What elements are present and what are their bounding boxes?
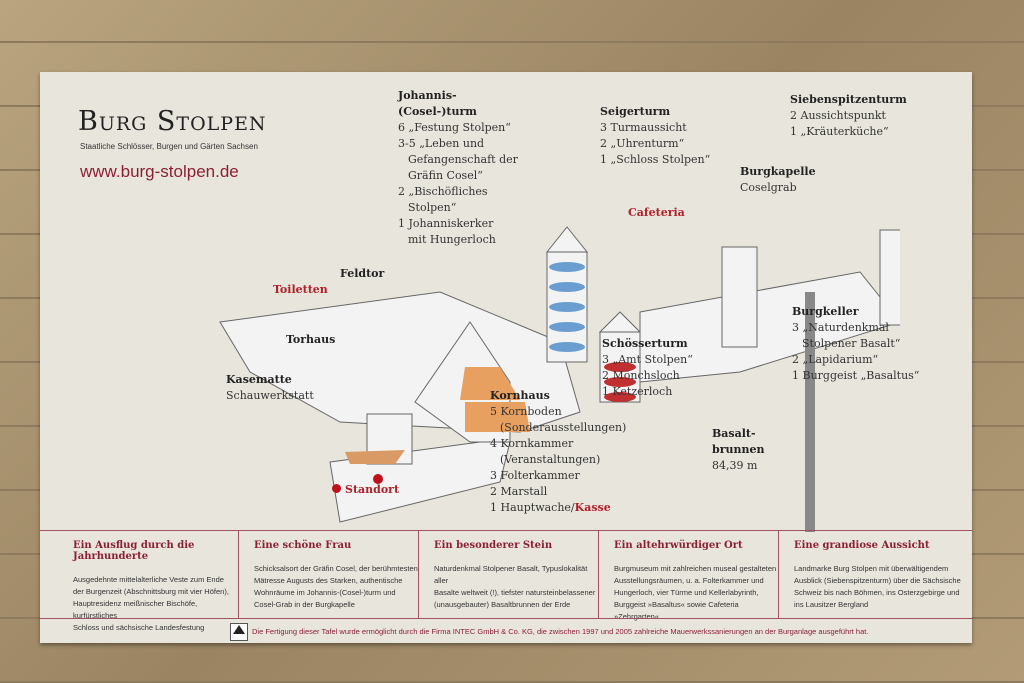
- label-kornhaus: Kornhaus 5 Kornboden (Sonderausstellunge…: [490, 388, 626, 516]
- siebenspitzenturm-tower: [879, 229, 900, 326]
- label-feldtor: Feldtor: [340, 267, 385, 280]
- label-item: 2 Aussichtspunkt: [790, 109, 886, 122]
- label-item: 6 „Festung Stolpen“: [398, 121, 511, 134]
- label-item: 4 Kornkammer: [490, 437, 574, 450]
- label-kasse: Kasse: [574, 501, 611, 514]
- label-item: 1 Burggeist „Basaltus“: [792, 369, 920, 382]
- panel-title: Ein besonderer Stein: [434, 540, 553, 551]
- label-seigerturm: Seigerturm 3 Turmaussicht 2 „Uhrenturm“ …: [600, 104, 710, 168]
- label-cafeteria: Cafeteria: [628, 206, 685, 219]
- label-standort: Standort: [332, 482, 399, 498]
- schoesserturm-floors: [604, 362, 636, 402]
- label-item: (Veranstaltungen): [500, 453, 601, 466]
- sign-subtitle: Staatliche Schlösser, Burgen und Gärten …: [80, 142, 258, 151]
- kasematte-floor: [345, 450, 405, 464]
- label-item: 1 Hauptwache/: [490, 501, 575, 514]
- label-title: Burgkapelle: [740, 165, 816, 178]
- label-title: Johannis- (Cosel-)turm: [398, 89, 477, 118]
- label-item: 1 „Kräuterküche“: [790, 125, 889, 138]
- label-title: Burgkeller: [792, 305, 859, 318]
- label-item: Schauwerkstatt: [226, 389, 314, 402]
- label-toiletten: Toiletten: [273, 283, 328, 296]
- info-sign: Burg Stolpen Staatliche Schlösser, Burge…: [40, 72, 972, 643]
- panel-divider: [40, 530, 972, 531]
- standort-marker: [373, 474, 383, 484]
- tower-roof: [598, 311, 642, 333]
- footer: Die Fertigung dieser Tafel wurde ermögli…: [40, 618, 972, 644]
- label-basaltbrunnen: Basalt- brunnen 84,39 m: [712, 426, 764, 474]
- footer-text: Die Fertigung dieser Tafel wurde ermögli…: [252, 627, 869, 636]
- johannisturm-floors: [549, 262, 585, 352]
- label-siebenspitzenturm: Siebenspitzenturm 2 Aussichtspunkt 1 „Kr…: [790, 92, 907, 140]
- label-item: 5 Kornboden: [490, 405, 562, 418]
- label-title: Kornhaus: [490, 389, 550, 402]
- label-item: 3 „Amt Stolpen“: [602, 353, 693, 366]
- label-kasematte: Kasematte Schauwerkstatt: [226, 372, 314, 404]
- panel-title: Ein Ausflug durch die Jahrhunderte: [73, 540, 195, 562]
- label-item: 1 „Schloss Stolpen“: [600, 153, 711, 166]
- panel-title: Ein altehrwürdiger Ort: [614, 540, 743, 551]
- label-torhaus: Torhaus: [286, 333, 336, 346]
- label-item: 3-5 „Leben und: [398, 137, 485, 150]
- label-johannisturm: Johannis- (Cosel-)turm 6 „Festung Stolpe…: [398, 88, 518, 248]
- standort-text: Standort: [345, 483, 400, 496]
- sign-title: Burg Stolpen: [78, 106, 267, 137]
- basaltbrunnen-shaft: [805, 292, 815, 532]
- label-title: Seigerturm: [600, 105, 671, 118]
- label-item: Stolpener Basalt“: [802, 337, 901, 350]
- label-item: 2 „Bischöfliches: [398, 185, 488, 198]
- panel-title: Eine grandiose Aussicht: [794, 540, 930, 551]
- label-depth: 84,39 m: [712, 459, 758, 472]
- label-title: Basalt- brunnen: [712, 427, 765, 456]
- intec-triangle-icon: [233, 625, 245, 634]
- label-title: Schösserturm: [602, 337, 688, 350]
- label-title: Siebenspitzenturm: [790, 93, 907, 106]
- label-item: Coselgrab: [740, 181, 797, 194]
- label-item: 2 „Uhrenturm“: [600, 137, 685, 150]
- tower-roof: [545, 226, 589, 253]
- panel-text: Burgmuseum mit zahlreichen museal gestal…: [614, 564, 777, 621]
- standort-dot-icon: [332, 484, 341, 493]
- label-item: Gefangenschaft der: [408, 153, 518, 166]
- label-item: 2 Marstall: [490, 485, 548, 498]
- label-item: 2 Mönchsloch: [602, 369, 680, 382]
- kornhaus-floors: [460, 367, 530, 432]
- seigerturm-tower: [721, 246, 758, 348]
- label-item: 2 „Lapidarium“: [792, 353, 879, 366]
- label-item: Stolpen“: [408, 201, 457, 214]
- website-link[interactable]: www.burg-stolpen.de: [80, 162, 239, 181]
- panel-text: Landmarke Burg Stolpen mit überwältigend…: [794, 564, 961, 609]
- label-item: 3 „Naturdenkmal: [792, 321, 889, 334]
- panel-text: Ausgedehnte mittelalterliche Veste zum E…: [73, 575, 229, 632]
- panel-text: Schicksalsort der Gräfin Cosel, der berü…: [254, 564, 418, 609]
- label-title: Kasematte: [226, 373, 292, 386]
- label-item: 1 Ketzerloch: [602, 385, 673, 398]
- label-item: 3 Turmaussicht: [600, 121, 687, 134]
- label-schoesserturm: Schösserturm 3 „Amt Stolpen“ 2 Mönchsloc…: [602, 336, 693, 400]
- label-item: 3 Folterkammer: [490, 469, 580, 482]
- intec-logo: [230, 623, 248, 641]
- panel-title: Eine schöne Frau: [254, 540, 352, 551]
- label-item: (Sonderausstellungen): [500, 421, 627, 434]
- label-burgkapelle: Burgkapelle Coselgrab: [740, 164, 816, 196]
- label-item: Gräfin Cosel“: [408, 169, 483, 182]
- label-burgkeller: Burgkeller 3 „Naturdenkmal Stolpener Bas…: [792, 304, 919, 384]
- label-item: mit Hungerloch: [408, 233, 496, 246]
- inner-castle: [639, 271, 900, 383]
- panel-text: Naturdenkmal Stolpener Basalt, Typusloka…: [434, 564, 596, 609]
- label-item: 1 Johanniskerker: [398, 217, 494, 230]
- castle-diagram: [219, 226, 900, 532]
